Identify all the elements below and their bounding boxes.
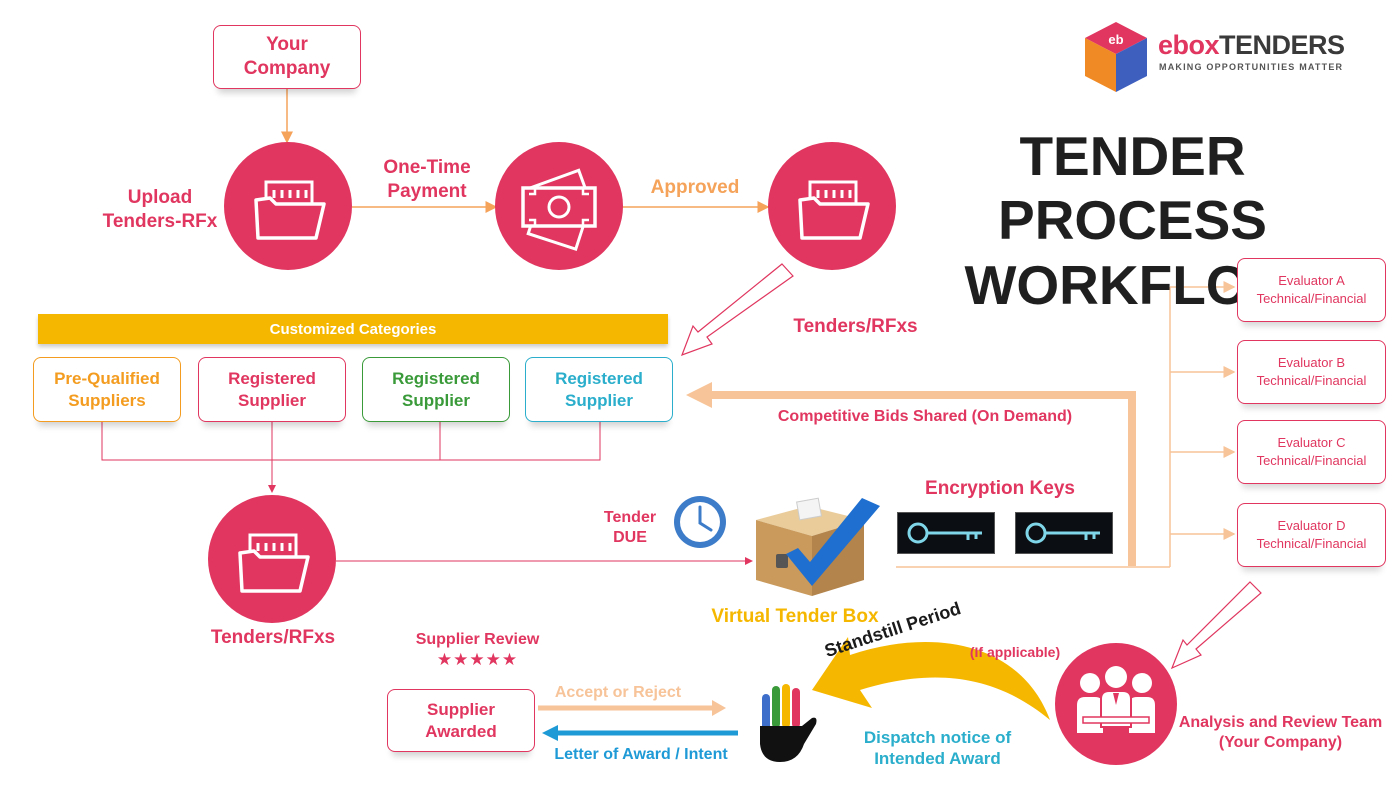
one-time-payment-label: One-Time Payment [383,157,471,202]
your-company-label: Your Company [243,34,331,79]
category-pre-qualified[interactable]: Pre-Qualified Suppliers [33,357,181,422]
category-registered-3[interactable]: Registered Supplier [525,357,673,422]
categories-header-label: Customized Categories [269,320,437,338]
category-label: Pre-Qualified Suppliers [54,369,160,410]
clock-svg [674,496,726,548]
evaluator-role: Technical/Financial [1256,373,1367,388]
evaluator-role: Technical/Financial [1256,536,1367,551]
evaluator-box-d[interactable]: Evaluator D Technical/Financial [1237,503,1386,567]
folder-icon [798,180,870,240]
brand-logo: eb [1083,20,1149,94]
evaluator-name: Evaluator C [1277,435,1346,451]
folder-icon [254,180,326,240]
logo-letters: eb [1108,32,1123,47]
team-icon [1077,666,1155,733]
category-label: Registered Supplier [555,369,643,410]
approved-circle[interactable] [768,142,896,270]
hand-svg [760,684,817,762]
tenders-circle[interactable] [208,495,336,623]
category-registered-2[interactable]: Registered Supplier [362,357,510,422]
rating-stars: ★★★★★ [436,650,519,669]
evaluator-role: Technical/Financial [1256,453,1367,468]
supplier-awarded-box[interactable]: Supplier Awarded [387,689,535,752]
standstill-arrow [812,637,1050,720]
evaluator-role: Technical/Financial [1256,291,1367,306]
evaluator-name: Evaluator B [1277,355,1346,371]
evaluator-name: Evaluator D [1277,518,1346,534]
dispatch-notice-label: Dispatch notice of Intended Award [863,728,1012,769]
virtual-tender-box-label: Virtual Tender Box [711,606,879,627]
analysis-team-label: Analysis and Review Team (Your Company) [1178,714,1383,751]
logo-cube-icon: eb [1085,22,1147,92]
category-label: Registered Supplier [228,369,316,410]
categories-bracket [101,422,601,461]
key-svg [907,522,982,544]
brand-name: eboxTENDERS [1158,32,1345,59]
ballot-box-icon [746,496,884,602]
key-icon [897,512,995,554]
brand-tagline: MAKING OPPORTUNITIES MATTER [1159,62,1344,72]
payment-circle[interactable] [495,142,623,270]
accept-reject-label: Accept or Reject [554,684,682,701]
hollow-arrow-to-analysis [1170,581,1262,670]
brand-name-prefix: ebox [1158,30,1220,60]
tenders-rfxs-bottom-label: Tenders/RFxs [210,627,336,648]
tenders-rfxs-top-label: Tenders/RFxs [793,316,918,337]
hand-icon [752,682,820,766]
ballot-box-svg [756,497,880,596]
supplier-review-label: Supplier Review [415,631,540,648]
evaluator-name: Evaluator A [1278,273,1345,289]
key-icon [1015,512,1113,554]
brand-name-suffix: TENDERS [1219,30,1345,60]
evaluator-box-a[interactable]: Evaluator A Technical/Financial [1237,258,1386,322]
categories-header: Customized Categories [38,314,668,344]
tender-due-label: Tender DUE [603,509,657,546]
page-title-line1: TENDER PROCESS [998,125,1267,252]
supplier-awarded-label: Supplier Awarded [425,700,497,741]
evaluator-box-b[interactable]: Evaluator B Technical/Financial [1237,340,1386,404]
category-registered-1[interactable]: Registered Supplier [198,357,346,422]
upload-circle[interactable] [224,142,352,270]
folder-icon [238,533,310,593]
evaluator-box-c[interactable]: Evaluator C Technical/Financial [1237,420,1386,484]
letter-of-award-label: Letter of Award / Intent [554,746,728,763]
your-company-box[interactable]: Your Company [213,25,361,89]
competitive-bids-arrow [708,391,1136,566]
competitive-bids-label: Competitive Bids Shared (On Demand) [777,408,1073,425]
money-icon [521,168,597,251]
analysis-team-circle[interactable] [1055,643,1177,765]
category-label: Registered Supplier [392,369,480,410]
key-svg [1025,522,1100,544]
clock-icon [670,492,730,552]
upload-label: Upload Tenders-RFx [102,187,218,232]
encryption-keys-label: Encryption Keys [925,478,1075,499]
if-applicable-label: (If applicable) [969,644,1061,660]
approved-label: Approved [650,177,740,198]
hollow-arrow-to-categories [680,263,794,357]
